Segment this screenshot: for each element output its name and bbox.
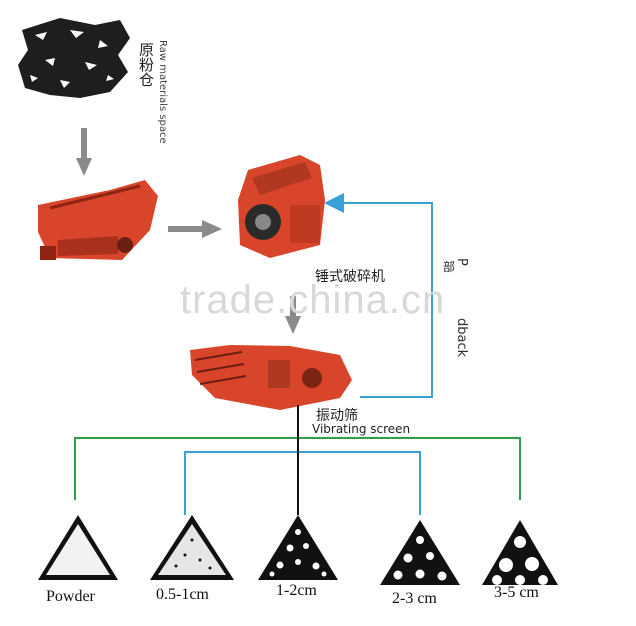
feedback-label-en-start: P xyxy=(454,258,469,266)
feedback-label-en-end: dback xyxy=(454,318,469,358)
screen-label-cn: 振动筛 xyxy=(316,408,358,424)
feedback-loop xyxy=(324,193,433,398)
vibrating-feeder xyxy=(38,180,158,260)
product-pile-powder xyxy=(38,515,118,580)
vibrating-screen-machine xyxy=(190,345,352,410)
product-pile-2-3cm xyxy=(380,520,460,585)
raw-material-label-en: Raw materials space xyxy=(157,40,168,144)
product-label-1-2cm: 1-2cm xyxy=(276,582,317,599)
raw-material-label-cn: 原粉仓 xyxy=(137,42,155,87)
screen-label-en: Vibrating screen xyxy=(312,422,411,436)
hammer-crusher xyxy=(238,155,325,258)
distribution-lines xyxy=(74,405,521,515)
product-pile-3-5cm xyxy=(482,520,558,585)
feedback-label-cn: 部 xyxy=(443,260,456,274)
raw-material-pile xyxy=(18,18,130,98)
product-label-3-5cm: 3-5 cm xyxy=(494,584,539,601)
arrow-feeder-to-crusher xyxy=(168,220,222,238)
product-pile-1-2cm xyxy=(258,515,338,580)
crusher-label: 锤式破碎机 xyxy=(315,269,385,285)
arrow-crusher-to-screen xyxy=(285,296,301,334)
watermark: trade.china.cn xyxy=(180,278,446,322)
product-label-2-3cm: 2-3 cm xyxy=(392,590,437,607)
arrow-raw-to-feeder xyxy=(76,128,92,176)
product-pile-05-1cm xyxy=(150,515,234,580)
product-label-powder: Powder xyxy=(46,588,95,605)
product-label-05-1cm: 0.5-1cm xyxy=(156,586,209,603)
